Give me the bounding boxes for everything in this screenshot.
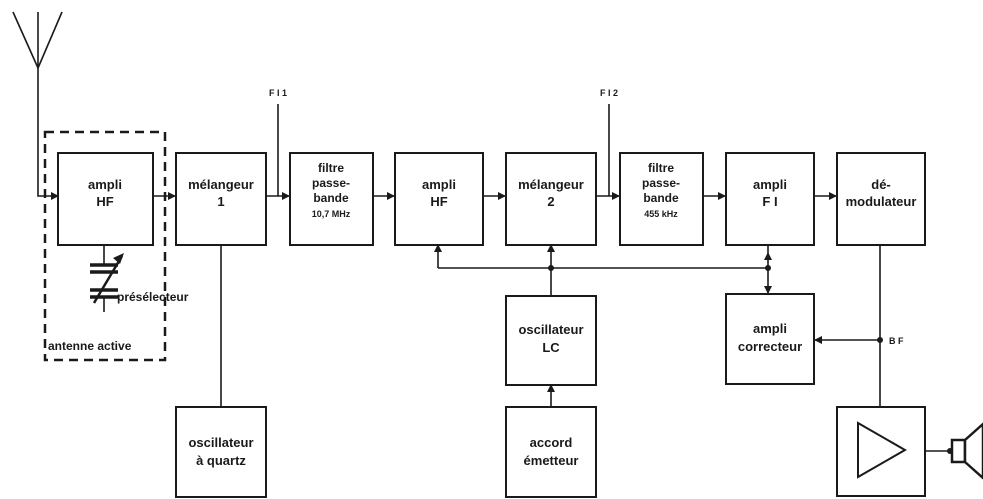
svg-text:à quartz: à quartz <box>196 453 246 468</box>
svg-text:1: 1 <box>217 194 224 209</box>
svg-text:filtre: filtre <box>648 161 674 175</box>
svg-text:10,7 MHz: 10,7 MHz <box>312 209 351 219</box>
demodulateur-label: dé- modulateur <box>846 177 917 209</box>
ampli-hf-2-label: ampli HF <box>422 177 456 209</box>
ampli-correcteur-label: ampli correcteur <box>738 321 802 354</box>
filtre-2-label: filtre passe- bande 455 kHz <box>642 161 680 219</box>
amplifier-triangle-icon <box>857 421 908 479</box>
antenna-icon <box>12 11 63 200</box>
ampli-hf-2-block <box>394 152 484 246</box>
ampli-correcteur-block <box>725 293 815 385</box>
svg-text:LC: LC <box>542 340 560 355</box>
fi1-label: F I 1 <box>269 88 287 98</box>
svg-text:ampli: ampli <box>422 177 456 192</box>
accord-emetteur-block <box>505 406 597 498</box>
oscillateur-lc-label: oscillateur LC <box>518 322 583 355</box>
svg-text:455 kHz: 455 kHz <box>644 209 678 219</box>
ampli-hf-1-label: ampli HF <box>88 177 122 209</box>
loudspeaker-icon <box>950 422 983 480</box>
svg-text:ampli: ampli <box>753 321 787 336</box>
svg-text:dé-: dé- <box>871 177 891 192</box>
svg-text:correcteur: correcteur <box>738 339 802 354</box>
bf-label: B F <box>889 336 904 346</box>
svg-text:modulateur: modulateur <box>846 194 917 209</box>
melangeur-2-label: mélangeur 2 <box>518 177 584 209</box>
svg-text:passe-: passe- <box>642 176 680 190</box>
accord-emetteur-label: accord émetteur <box>524 435 579 468</box>
svg-text:bande: bande <box>313 191 349 205</box>
signal-chain-wires <box>153 104 837 200</box>
melangeur-2-block <box>505 152 597 246</box>
svg-text:HF: HF <box>430 194 447 209</box>
svg-text:ampli: ampli <box>88 177 122 192</box>
control-bus-wires <box>220 244 772 407</box>
svg-text:filtre: filtre <box>318 161 344 175</box>
oscillateur-lc-block <box>505 295 597 386</box>
antenne-active-label: antenne active <box>48 339 132 353</box>
fi2-label: F I 2 <box>600 88 618 98</box>
svg-text:oscillateur: oscillateur <box>188 435 253 450</box>
ampli-fi-block <box>725 152 815 246</box>
svg-text:ampli: ampli <box>753 177 787 192</box>
svg-text:mélangeur: mélangeur <box>188 177 254 192</box>
demodulateur-block <box>836 152 926 246</box>
oscillateur-quartz-block <box>175 406 267 498</box>
svg-text:mélangeur: mélangeur <box>518 177 584 192</box>
svg-text:bande: bande <box>643 191 679 205</box>
ampli-fi-label: ampli F I <box>753 177 787 209</box>
antenne-active-enclosure <box>43 130 167 362</box>
svg-text:passe-: passe- <box>312 176 350 190</box>
svg-text:2: 2 <box>547 194 554 209</box>
preselecteur-label: présélecteur <box>117 290 189 304</box>
oscillateur-quartz-label: oscillateur à quartz <box>188 435 253 468</box>
ampli-hf-1-block <box>57 152 154 246</box>
svg-text:HF: HF <box>96 194 113 209</box>
melangeur-1-block <box>175 152 267 246</box>
svg-text:oscillateur: oscillateur <box>518 322 583 337</box>
filtre-2-block <box>619 152 704 246</box>
filtre-1-block <box>289 152 374 246</box>
melangeur-1-label: mélangeur 1 <box>188 177 254 209</box>
svg-text:F I: F I <box>762 194 777 209</box>
svg-text:accord: accord <box>530 435 573 450</box>
variable-capacitor-icon <box>90 245 124 312</box>
svg-text:émetteur: émetteur <box>524 453 579 468</box>
audio-amplifier-block <box>836 406 926 497</box>
filtre-1-label: filtre passe- bande 10,7 MHz <box>312 161 351 219</box>
